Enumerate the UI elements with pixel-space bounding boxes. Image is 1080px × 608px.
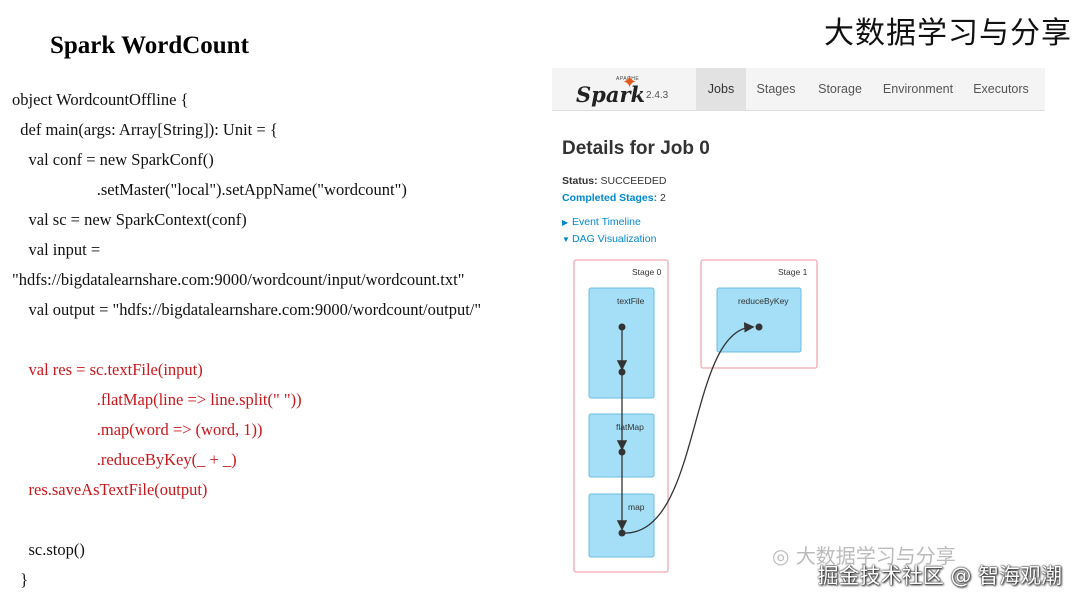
slide-title: Spark WordCount (50, 32, 249, 59)
dag-point (618, 323, 626, 331)
code-line: sc.stop() (12, 540, 85, 559)
caret-down-icon: ▼ (562, 235, 570, 244)
wechat-mark-text: 大数据学习与分享 (795, 544, 956, 568)
status-row: Status: SUCCEEDED (562, 175, 666, 187)
status-label: Status: (562, 175, 598, 187)
dag-point (755, 323, 763, 331)
op-map-label: map (628, 502, 645, 512)
brand-title: 大数据学习与分享 (824, 16, 1072, 51)
code-line: val output = "hdfs://bigdatalearnshare.c… (12, 300, 482, 319)
stage-0-label: Stage 0 (632, 267, 662, 277)
code-line: res.saveAsTextFile(output) (12, 480, 208, 499)
tab-environment[interactable]: Environment (882, 82, 954, 96)
watermark: 掘金技术社区 @ 智海观潮 (817, 564, 1062, 588)
completed-stages-link[interactable]: Completed Stages: (562, 192, 658, 204)
dag-point (618, 529, 626, 537)
wechat-icon: ◎ (772, 544, 796, 568)
code-line: .reduceByKey(_ + _) (72, 450, 237, 469)
dag-visualization-toggle[interactable]: ▼DAG Visualization (562, 233, 656, 245)
completed-stages-value: 2 (660, 192, 666, 204)
spark-version: 2.4.3 (646, 90, 669, 101)
op-reducebykey-label: reduceByKey (738, 296, 789, 306)
logo-apache-text: APACHE (616, 76, 640, 82)
status-value: SUCCEEDED (600, 175, 667, 187)
page-title: Details for Job 0 (562, 138, 710, 159)
spark-star-icon: ✦ (622, 72, 638, 92)
logo-text: Spark (576, 82, 646, 107)
op-flatmap-label: flatMap (616, 422, 644, 432)
code-line: def main(args: Array[String]): Unit = { (12, 120, 278, 139)
wechat-mark: ◎ 大数据学习与分享 (772, 540, 956, 569)
event-timeline-label: Event Timeline (572, 216, 641, 228)
tab-storage[interactable]: Storage (818, 82, 862, 96)
dag-visualization: Stage 0 Stage 1 textFile flatMap map red… (573, 259, 818, 573)
code-line: } (12, 570, 29, 589)
op-reducebykey-node[interactable]: reduceByKey (716, 287, 802, 353)
code-line: .map(word => (word, 1)) (72, 420, 263, 439)
dag-visualization-label: DAG Visualization (572, 233, 657, 245)
code-line: val input = (12, 240, 101, 259)
spark-ui-screenshot: APACHE Spark ✦ 2.4.3 Jobs Stages Storage… (552, 68, 1045, 588)
event-timeline-toggle[interactable]: ▶Event Timeline (562, 216, 641, 228)
stage-1-label: Stage 1 (778, 267, 808, 277)
code-line: .flatMap(line => line.split(" ")) (72, 390, 302, 409)
tab-stages[interactable]: Stages (756, 82, 796, 96)
code-line: .setMaster("local").setAppName("wordcoun… (72, 180, 407, 199)
caret-right-icon: ▶ (562, 218, 569, 227)
op-textfile-label: textFile (617, 296, 645, 306)
tab-jobs[interactable]: Jobs (696, 68, 746, 110)
code-line: val conf = new SparkConf() (12, 150, 214, 169)
code-line: "hdfs://bigdatalearnshare.com:9000/wordc… (12, 270, 465, 289)
spark-logo[interactable]: APACHE Spark ✦ (576, 72, 646, 108)
code-line: object WordcountOffline { (12, 90, 189, 109)
spark-navbar: APACHE Spark ✦ 2.4.3 Jobs Stages Storage… (552, 68, 1045, 111)
code-line: val sc = new SparkContext(conf) (12, 210, 247, 229)
tab-executors[interactable]: Executors (973, 82, 1029, 96)
code-line: val res = sc.textFile(input) (12, 360, 203, 379)
dag-edge-shuffle (621, 322, 755, 534)
dag-point (618, 368, 626, 376)
completed-stages-row: Completed Stages: 2 (562, 192, 666, 204)
dag-point (618, 448, 626, 456)
